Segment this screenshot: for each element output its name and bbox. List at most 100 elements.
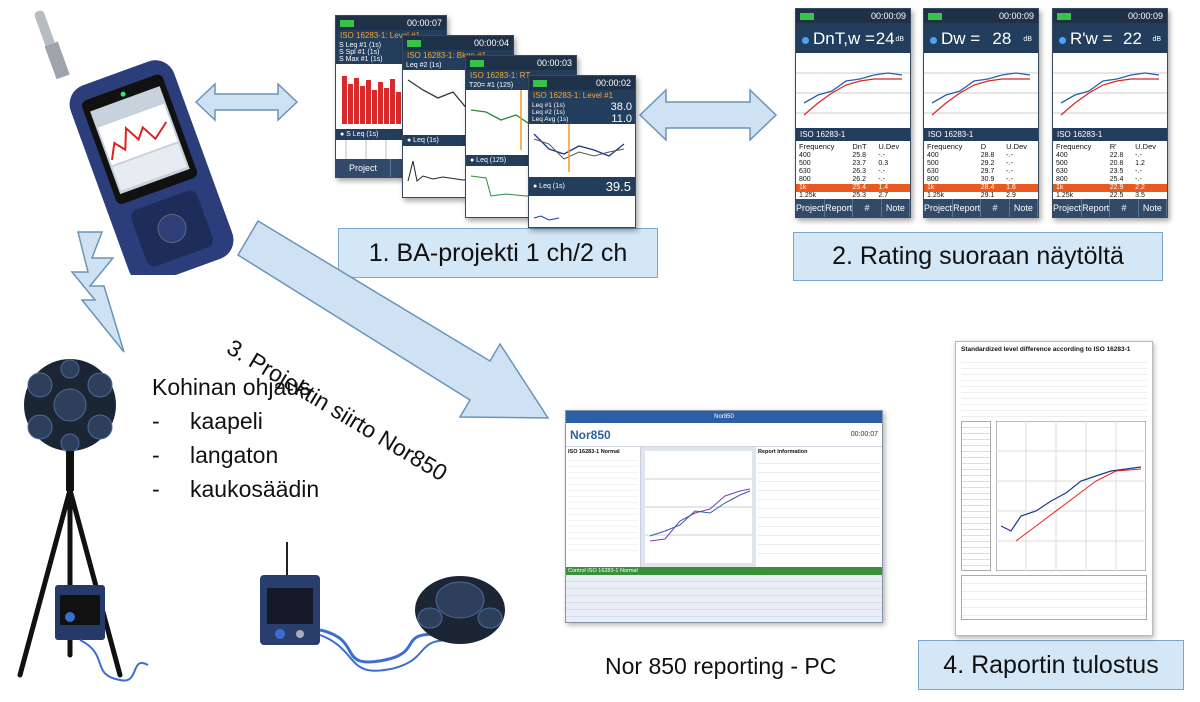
pc-main-area: ISO 16283-1 Normal Report Information [566,447,882,567]
softkey-3[interactable]: Note [1010,199,1038,217]
double-arrow-left [194,82,299,122]
double-arrow-right [638,88,778,142]
rating-value: 22 [1122,29,1142,48]
dodecahedron-speaker-tripod [17,359,149,682]
battery-icon [407,39,421,47]
pc-caption: Nor 850 reporting - PC [605,653,837,679]
standard-label: ISO 16283-1 [1053,128,1167,141]
time-readout: 00:00:07 [850,431,878,438]
time-readout: 00:00:03 [536,58,572,68]
legend-line-1: T20= #1 (125) [466,81,576,90]
standard-label: ISO 16283-1: Bkgn #1 [403,50,513,61]
legend-line-3: S Max #1 (1s) [339,56,383,63]
standard-label: ISO 16283-1: RT [466,70,576,81]
item-wireless: langaton [190,442,279,468]
rating-curve-chart [924,53,1038,123]
softkey-1[interactable]: Report [1082,199,1111,217]
noise-control-item: -kaapeli [152,404,319,438]
app-toolbar: Nor850 00:00:07 [566,423,882,447]
project-softkey[interactable]: Project [336,159,391,177]
printed-report-page: Standardized level difference according … [955,341,1153,636]
leq-row: ● Leq (1s) [403,135,513,146]
diagonal-transfer-arrow [236,219,550,419]
results-panel: ISO 16283-1 Normal [566,447,641,567]
time-readout: 00:00:09 [1127,11,1163,21]
softkey-3[interactable]: Note [882,199,910,217]
value-1: 38.0 [610,101,632,113]
report-body [961,421,1147,571]
step1-label: 1. BA-projekti 1 ch/2 ch [338,228,658,278]
item-cable: kaapeli [190,408,263,434]
step4-label: 4. Raportin tulostus [918,640,1184,690]
standard-label: ISO 16283-1 [796,128,910,141]
rating-value: 24 [875,29,895,48]
time-readout: 00:00:09 [998,11,1034,21]
avg-trace [529,196,635,226]
time-readout: 00:00:07 [406,18,442,28]
softkey-2[interactable]: # [981,199,1010,217]
battery-icon [340,19,354,27]
softkey-0[interactable]: Project [924,199,954,217]
rating-unit: dB [895,35,904,43]
legend-line-1: Leq #1 (1s) [532,102,565,109]
softkey-0[interactable]: Project [1053,199,1083,217]
nor850-pc-window: Nor850 Nor850 00:00:07 ISO 16283-1 Norma… [565,410,883,623]
softkey-0[interactable]: Project [796,199,826,217]
leq-row: ● Leq (125) [466,155,576,166]
rating-label: R'w = [1070,29,1113,48]
legend-line-1: S Leq #1 (1s) [339,42,382,49]
standard-heading: ISO 16283-1 Normal [568,449,620,455]
standard-label: ISO 16283-1: Level #1 [529,90,635,101]
legend-lines: Leq #1 (1s) Leq #2 (1s) Leq Avg (1s) 38.… [529,101,635,125]
rating-curve-chart [1053,53,1167,123]
rating-value: 28 [992,29,1012,48]
rating-label: DnT,w = [813,29,875,48]
battery-icon [928,12,942,20]
softkey-3[interactable]: Note [1139,199,1167,217]
value-3: 39.5 [605,179,631,194]
series-dot-icon [1059,37,1066,44]
leq-row: ● S Leq (1s) [336,129,446,140]
softkey-2[interactable]: # [1110,199,1139,217]
softkey-2[interactable]: # [853,199,882,217]
softkey-1[interactable]: Report [825,199,854,217]
legend-line-2: Leq #2 (1s) [532,109,565,116]
amplifier-and-speaker [260,542,505,672]
noise-control-item: -langaton [152,438,319,472]
noise-control-title: Kohinan ohjaus [152,374,311,400]
noise-control-item: -kaukosäädin [152,472,319,506]
report-info-heading: Report Information [758,449,808,455]
time-readout: 00:00:09 [870,11,906,21]
legend-line-3: Leq Avg (1s) [532,116,569,123]
pc-rating-graph [645,451,752,563]
time-readout: 00:00:04 [473,38,509,48]
rating-curve-chart [796,53,910,123]
wireless-lightning-icon [70,231,125,353]
rating-unit: dB [1023,35,1032,43]
battery-icon [470,59,484,67]
softkey-1[interactable]: Report [953,199,982,217]
battery-icon [800,12,814,20]
table-title: Control ISO 16283-1 Normal [566,567,882,575]
